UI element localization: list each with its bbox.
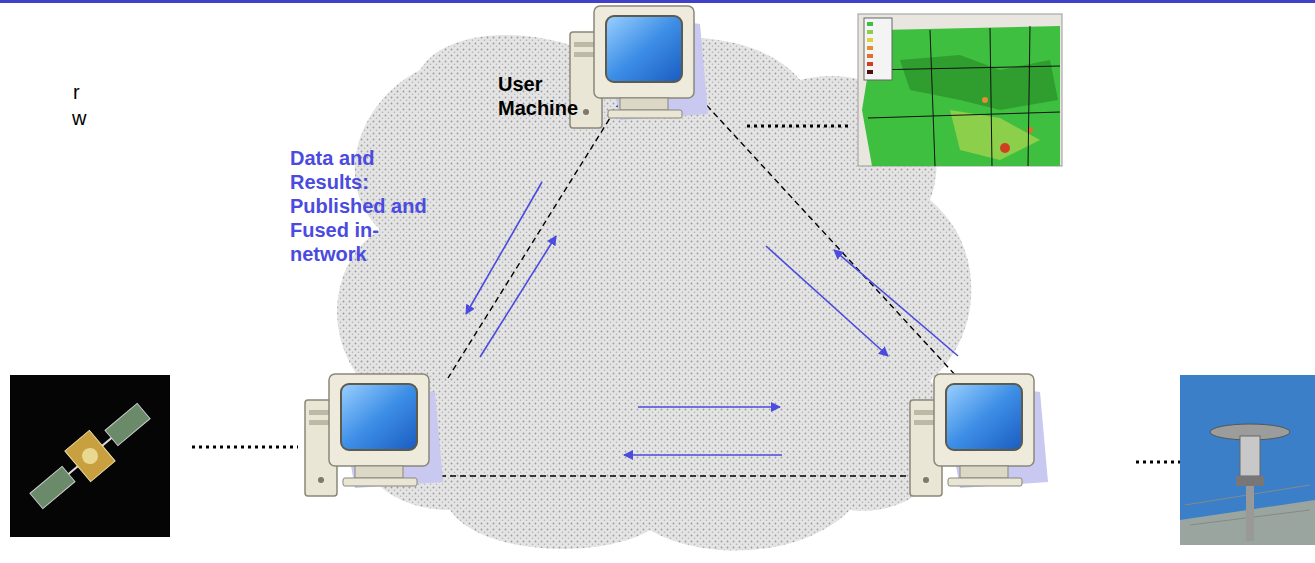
satellite-computer xyxy=(305,374,443,496)
machine-label: User Machine xyxy=(498,72,598,120)
top-rule xyxy=(0,0,1315,3)
sensor-photo xyxy=(1180,375,1315,545)
data-flow-arrows xyxy=(466,182,958,455)
map-thumbnail xyxy=(858,14,1062,166)
cut-text: w xyxy=(72,106,112,130)
cut-text: r xyxy=(73,80,113,104)
user-computer xyxy=(570,6,708,128)
satellite-photo xyxy=(10,375,170,537)
flow-label: Data and Results: Published and Fused in… xyxy=(290,146,430,266)
sensor-computer xyxy=(910,374,1048,496)
